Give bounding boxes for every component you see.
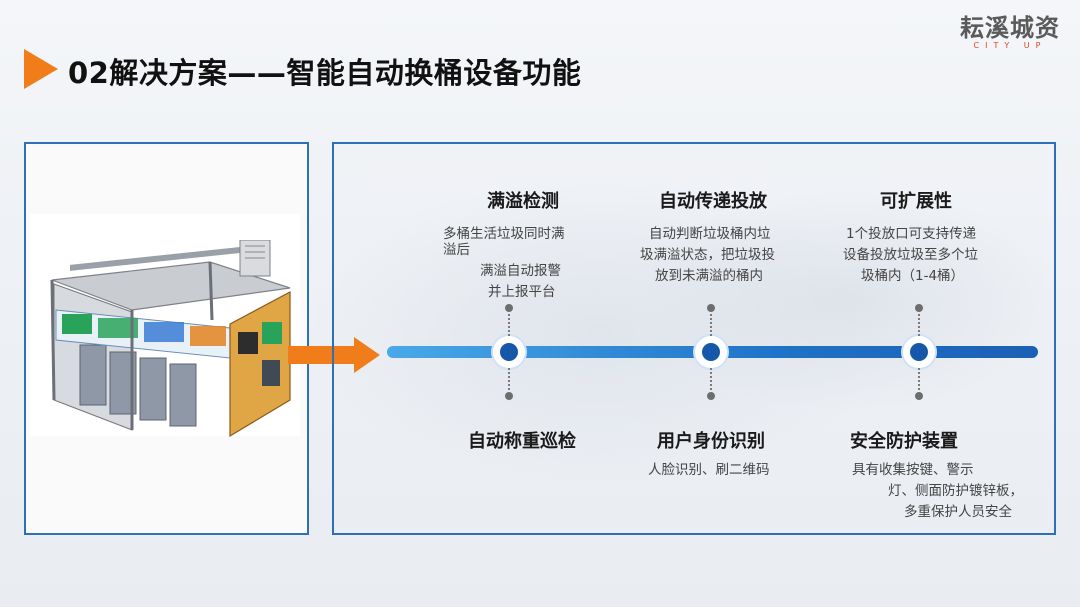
feature-desc-line: 多重保护人员安全 [904,504,1012,520]
logo-subtext: CITY UP [973,41,1047,50]
feature-desc-line: 满溢自动报警 [480,263,561,279]
features-panel [332,142,1056,535]
connector-dot [505,304,513,312]
title-triangle-icon [24,49,58,89]
logo-text: 耘溪城资 [960,14,1060,42]
equipment-image-box [24,142,309,535]
connector-line [508,314,510,336]
orange-arrow-icon [288,337,380,373]
connector-line [710,368,712,390]
feature-desc-line: 多桶生活垃圾同时满 [443,226,565,242]
timeline-node-2 [695,336,727,368]
page-title: 02解决方案——智能自动换桶设备功能 [68,56,582,90]
feature-desc-line: 放到未满溢的桶内 [655,268,763,284]
feature-desc-line: 具有收集按键、警示 [852,462,974,478]
connector-line [918,314,920,336]
feature-title-scalability: 可扩展性 [880,191,952,212]
feature-desc-line: 并上报平台 [488,284,556,300]
brand-logo: 耘溪城资 CITY UP [960,8,1060,50]
connector-line [918,368,920,390]
connector-line [508,368,510,390]
feature-desc-line: 溢后 [443,242,470,258]
timeline-node-1 [493,336,525,368]
connector-dot [915,392,923,400]
feature-desc-line: 1个投放口可支持传递 [846,226,977,242]
connector-dot [505,392,513,400]
connector-dot [707,392,715,400]
feature-desc-line: 设备投放垃圾至多个垃 [843,247,978,263]
feature-desc-line: 圾桶内（1-4桶） [861,268,965,284]
feature-desc-line: 圾满溢状态，把垃圾投 [640,247,775,263]
equipment-illustration [50,240,291,438]
feature-desc-line: 灯、侧面防护镀锌板， [888,483,1023,499]
feature-title-overflow-detection: 满溢检测 [487,191,559,212]
timeline-node-3 [903,336,935,368]
feature-title-safety-protection: 安全防护装置 [850,431,958,452]
connector-line [710,314,712,336]
feature-desc-line: 自动判断垃圾桶内垃 [649,226,771,242]
feature-title-auto-weighing: 自动称重巡检 [468,431,576,452]
connector-dot [707,304,715,312]
feature-title-auto-transfer: 自动传递投放 [659,191,767,212]
connector-dot [915,304,923,312]
feature-title-user-identification: 用户身份识别 [657,431,765,452]
feature-desc-line: 人脸识别、刷二维码 [648,462,770,478]
